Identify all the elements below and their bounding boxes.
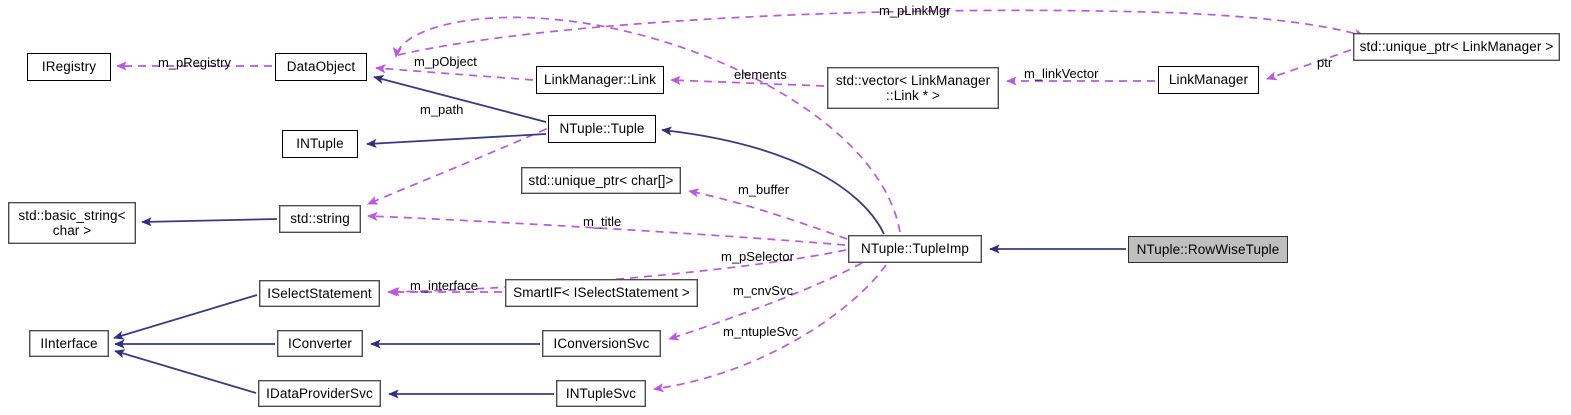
node-iconverter[interactable]: IConverter bbox=[277, 330, 363, 357]
node-label: std::unique_ptr< LinkManager > bbox=[1359, 39, 1554, 55]
edge-inherit-idataprovider-iinterface bbox=[114, 349, 257, 394]
edge-m_pLinkMgr-right bbox=[397, 9, 1365, 56]
edge-label-m_interface: m_interface bbox=[410, 278, 478, 293]
node-label: NTuple::TupleImp bbox=[861, 241, 969, 257]
node-unique-ptr-char-array[interactable]: std::unique_ptr< char[]> bbox=[521, 167, 681, 194]
edge-elements bbox=[670, 75, 825, 87]
node-ntuple-tupleimp[interactable]: NTuple::TupleImp bbox=[848, 235, 982, 263]
edge-label-m_pSelector: m_pSelector bbox=[721, 249, 794, 264]
node-intuplesvc[interactable]: INTupleSvc bbox=[556, 380, 646, 407]
node-unique-ptr-linkmanager[interactable]: std::unique_ptr< LinkManager > bbox=[1353, 33, 1560, 61]
node-label: ISelectStatement bbox=[267, 285, 372, 301]
node-label: std::unique_ptr< char[]> bbox=[528, 172, 674, 188]
edge-label-m_linkVector: m_linkVector bbox=[1024, 66, 1099, 81]
node-label: std::basic_string< char > bbox=[18, 207, 126, 238]
edge-label-m_pObject: m_pObject bbox=[414, 54, 477, 69]
node-smartif-iselectstatement[interactable]: SmartIF< ISelectStatement > bbox=[505, 279, 698, 307]
edge-m_title bbox=[367, 211, 846, 246]
edge-inherit-string-basicstring bbox=[141, 217, 278, 227]
node-label: NTuple::RowWiseTuple bbox=[1136, 241, 1280, 257]
node-label: IRegistry bbox=[41, 59, 97, 75]
edge-m_ntupleSvc bbox=[653, 264, 887, 393]
edge-m_buffer bbox=[688, 188, 848, 240]
node-basic-string-char[interactable]: std::basic_string< char > bbox=[8, 202, 136, 244]
node-label: IConverter bbox=[287, 335, 353, 351]
node-iselectstatement[interactable]: ISelectStatement bbox=[259, 280, 380, 307]
edge-m_cnvSvc bbox=[668, 262, 863, 341]
edge-m_pObject bbox=[375, 64, 534, 81]
node-std-string[interactable]: std::string bbox=[279, 205, 361, 233]
edge-label-m_path: m_path bbox=[420, 102, 464, 117]
node-dataobject[interactable]: DataObject bbox=[275, 53, 367, 81]
node-label: INTupleSvc bbox=[565, 385, 637, 401]
node-label: LinkManager bbox=[1168, 72, 1249, 88]
node-label: NTuple::Tuple bbox=[559, 121, 645, 137]
edge-label-m_pRegistry: m_pRegistry bbox=[158, 55, 231, 70]
edge-inherit-tuple-intuple bbox=[366, 133, 547, 149]
node-label: DataObject bbox=[286, 59, 356, 75]
edge-inherit-iselect-iinterface bbox=[113, 294, 258, 340]
edge-inherit-tupleimp-tuple bbox=[661, 126, 885, 235]
edge-inherit-tuple-dataobject bbox=[373, 74, 547, 123]
node-iinterface[interactable]: IInterface bbox=[29, 330, 109, 357]
edge-label-m_ntupleSvc: m_ntupleSvc bbox=[723, 324, 799, 339]
node-label: std::string bbox=[290, 211, 350, 227]
node-linkmanager-link[interactable]: LinkManager::Link bbox=[536, 66, 664, 94]
edge-label-ptr: ptr bbox=[1317, 55, 1333, 70]
node-label: INTuple bbox=[296, 136, 344, 152]
edge-ptr bbox=[1266, 49, 1352, 81]
node-linkmanager[interactable]: LinkManager bbox=[1158, 66, 1259, 94]
node-label: LinkManager::Link bbox=[543, 72, 656, 88]
edge-label-m_title: m_title bbox=[583, 214, 622, 229]
node-label: IConversionSvc bbox=[553, 335, 650, 351]
node-label: IDataProviderSvc bbox=[266, 385, 373, 401]
edge-label-elements: elements bbox=[734, 67, 787, 82]
node-idataprovidersvc[interactable]: IDataProviderSvc bbox=[258, 380, 381, 407]
node-label: IInterface bbox=[40, 335, 98, 351]
edge-m_pSelector bbox=[389, 249, 847, 297]
node-label: SmartIF< ISelectStatement > bbox=[513, 285, 690, 301]
edge-label-m_buffer: m_buffer bbox=[738, 182, 790, 197]
node-intuple[interactable]: INTuple bbox=[282, 130, 358, 158]
node-vector-linkmanager-link[interactable]: std::vector< LinkManager ::Link * > bbox=[827, 67, 999, 109]
node-ntuple-tuple[interactable]: NTuple::Tuple bbox=[548, 115, 656, 143]
edge-m_pLinkMgr-left bbox=[392, 16, 901, 233]
node-ntuple-rowwisetuple[interactable]: NTuple::RowWiseTuple bbox=[1128, 236, 1288, 263]
node-iconversionsvc[interactable]: IConversionSvc bbox=[542, 330, 661, 357]
node-label: std::vector< LinkManager ::Link * > bbox=[835, 72, 991, 103]
node-iregistry[interactable]: IRegistry bbox=[27, 53, 111, 81]
edge-label-m_cnvSvc: m_cnvSvc bbox=[733, 283, 793, 298]
edge-m_path bbox=[367, 116, 573, 205]
edge-label-m_pLinkMgr: m_pLinkMgr bbox=[879, 3, 951, 18]
